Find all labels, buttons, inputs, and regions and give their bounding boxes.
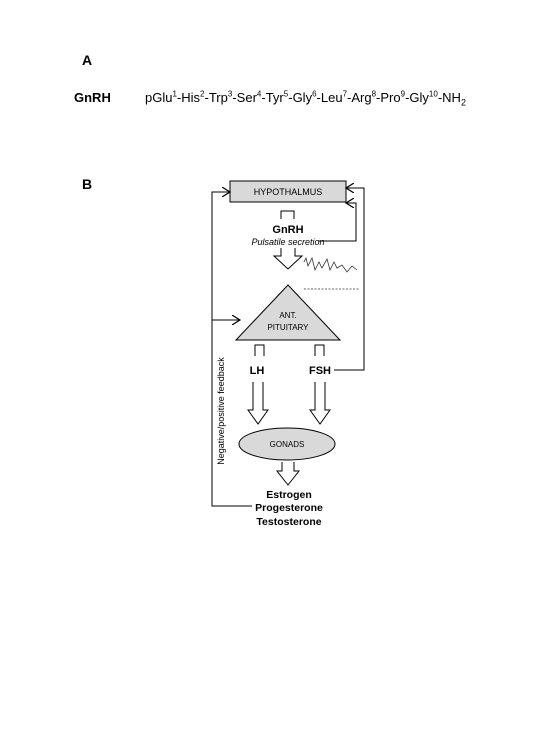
- hormone-testosterone: Testosterone: [256, 516, 321, 528]
- panel-a-label: A: [82, 52, 93, 68]
- hormone-estrogen: Estrogen: [266, 489, 312, 501]
- ant-pituitary-triangle: [234, 284, 342, 341]
- panel-b-label: B: [82, 176, 93, 192]
- residue: Tyr: [265, 90, 284, 105]
- c-terminal-subscript: 2: [460, 97, 466, 108]
- gonads-down-arrow: [275, 462, 301, 486]
- residue: Ser: [236, 90, 257, 105]
- residue-position: 1: [172, 89, 177, 99]
- feedback-line: [211, 192, 252, 507]
- lh-label: LH: [250, 365, 265, 377]
- residue-position: 4: [256, 89, 262, 99]
- peptide-name: GnRH: [74, 90, 111, 105]
- residue-position: 7: [342, 89, 348, 99]
- lh-connector: [254, 344, 265, 356]
- residue: Trp: [208, 90, 228, 105]
- ant-pituitary-line1: ANT.: [279, 311, 296, 320]
- residue-position: 9: [400, 89, 406, 99]
- gnrh-label: GnRH: [272, 224, 303, 236]
- residue-position: 2: [200, 89, 205, 99]
- short-loop: [318, 203, 357, 242]
- residue: Arg: [351, 90, 372, 105]
- residue-position: 5: [283, 89, 289, 99]
- residue: pGlu: [145, 90, 173, 105]
- residue: Gly: [292, 90, 313, 105]
- feedback-label: Negative/positive feedback: [216, 357, 226, 465]
- ant-pituitary-line2: PITUITARY: [267, 323, 309, 332]
- residue: His: [181, 90, 201, 105]
- gnrh-down-arrow: [272, 248, 304, 270]
- hypothalamus-bracket: [280, 210, 295, 219]
- long-loop: [334, 188, 365, 371]
- residue: Leu: [320, 90, 343, 105]
- c-terminal: NH: [442, 90, 461, 105]
- hormone-progesterone: Progesterone: [255, 502, 323, 514]
- pulse-graph: [303, 256, 360, 290]
- gonads-label: GONADS: [270, 440, 305, 449]
- lh-arrow: [247, 382, 269, 425]
- fsh-arrow: [309, 382, 331, 425]
- residue-position: 8: [371, 89, 377, 99]
- fsh-connector: [314, 344, 325, 356]
- peptide-sequence: pGlu1-His2-Trp3-Ser4-Tyr5-Gly6-Leu7-Arg8…: [145, 89, 466, 108]
- residue-position: 3: [227, 89, 233, 99]
- residue: Gly: [409, 90, 429, 105]
- gonads-ellipse: [238, 427, 336, 461]
- residue: Pro: [380, 90, 401, 105]
- fsh-label: FSH: [309, 365, 331, 377]
- residue-position: 6: [312, 89, 317, 99]
- pulsatile-label: Pulsatile secretion: [251, 237, 324, 247]
- residue-position: 10: [428, 89, 438, 99]
- hypothalamus-label: HYPOTHALMUS: [254, 187, 323, 197]
